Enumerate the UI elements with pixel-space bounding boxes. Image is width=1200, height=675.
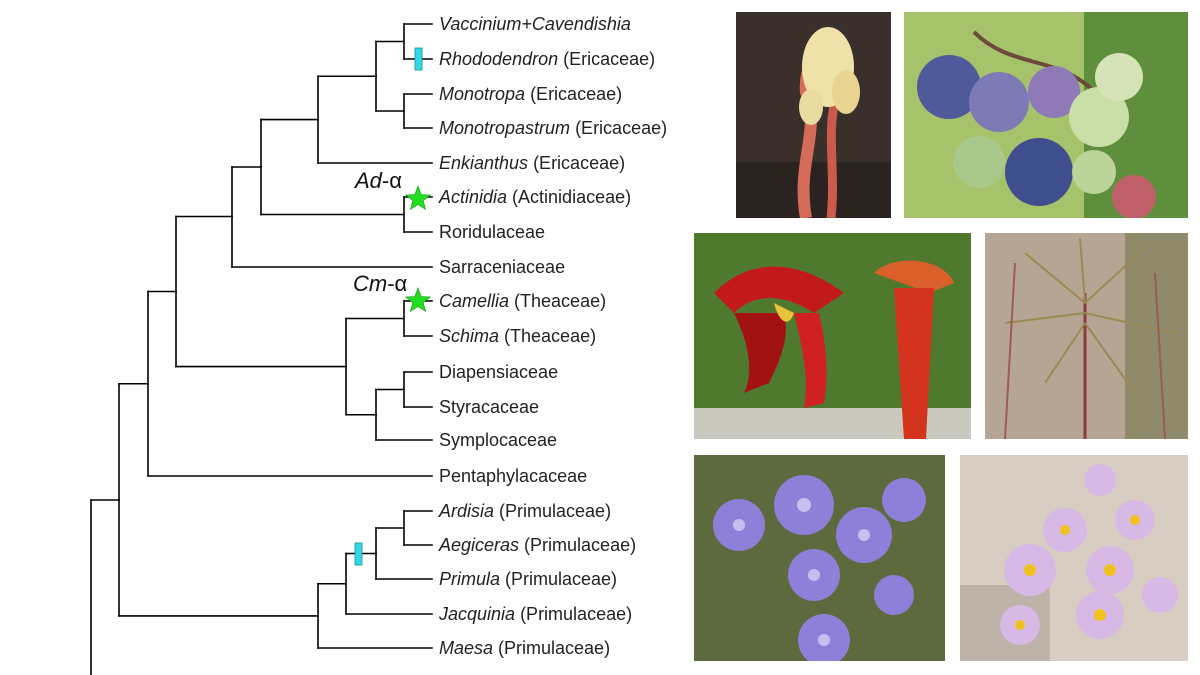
taxon-genus: Vaccinium+Cavendishia: [439, 14, 631, 34]
event-bar-marker: [354, 542, 363, 566]
taxon-family: (Ericaceae): [525, 84, 622, 104]
wgd-star-icon: [404, 287, 432, 313]
taxon-family: (Primulaceae): [500, 569, 617, 589]
taxon-family: (Ericaceae): [528, 153, 625, 173]
taxon-label: Camellia (Theaceae): [439, 291, 606, 311]
photo-monotropa-flower: [736, 12, 891, 218]
taxon-label: Actinidia (Actinidiaceae): [438, 187, 631, 207]
wgd-event-label: Ad-α: [353, 168, 402, 193]
taxon-label: Ardisia (Primulaceae): [438, 501, 611, 521]
taxon-label: Schima (Theaceae): [439, 326, 596, 346]
taxon-family: (Primulaceae): [515, 604, 632, 624]
taxon-family: Diapensiaceae: [439, 362, 558, 382]
taxon-label: Monotropa (Ericaceae): [439, 84, 622, 104]
taxon-label: Vaccinium+Cavendishia: [439, 14, 631, 34]
taxon-genus: Ardisia: [438, 501, 494, 521]
taxon-family: (Primulaceae): [493, 638, 610, 658]
taxon-label: Pentaphylacaceae: [439, 466, 587, 486]
taxon-family: (Actinidiaceae): [507, 187, 631, 207]
taxon-family: Sarraceniaceae: [439, 257, 565, 277]
photo-primula-flowers: [960, 455, 1188, 661]
taxon-genus: Schima: [439, 326, 499, 346]
wgd-star-icon: [404, 185, 432, 211]
taxon-label: Monotropastrum (Ericaceae): [439, 118, 667, 138]
taxon-label: Sarraceniaceae: [439, 257, 565, 277]
photo-roridula-plant: [985, 233, 1188, 439]
wgd-event-label: Cm-α: [353, 271, 408, 296]
taxon-genus: Aegiceras: [438, 535, 519, 555]
taxon-label: Maesa (Primulaceae): [439, 638, 610, 658]
taxon-genus: Monotropa: [439, 84, 525, 104]
event-bar-marker: [414, 47, 423, 71]
taxon-family: Roridulaceae: [439, 222, 545, 242]
taxon-family: Styracaceae: [439, 397, 539, 417]
taxon-label: Styracaceae: [439, 397, 539, 417]
taxon-family: (Theaceae): [499, 326, 596, 346]
taxon-genus: Jacquinia: [438, 604, 515, 624]
taxon-genus: Actinidia: [438, 187, 507, 207]
tree-branches: [90, 23, 433, 675]
taxon-family: (Ericaceae): [558, 49, 655, 69]
taxon-genus: Maesa: [439, 638, 493, 658]
taxon-family: (Primulaceae): [494, 501, 611, 521]
taxon-label: Enkianthus (Ericaceae): [439, 153, 625, 173]
taxon-family: Symplocaceae: [439, 430, 557, 450]
taxon-label: Jacquinia (Primulaceae): [438, 604, 632, 624]
taxon-genus: Monotropastrum: [439, 118, 570, 138]
tree-markers: Ad-αCm-α: [353, 47, 432, 566]
taxon-family: Pentaphylacaceae: [439, 466, 587, 486]
taxon-label: Rhododendron (Ericaceae): [439, 49, 655, 69]
taxon-label: Primula (Primulaceae): [439, 569, 617, 589]
photo-blueberries: [904, 12, 1188, 218]
taxon-family: (Theaceae): [509, 291, 606, 311]
photo-phlox-flowers: [694, 455, 945, 661]
taxon-label: Diapensiaceae: [439, 362, 558, 382]
taxon-genus: Enkianthus: [439, 153, 528, 173]
taxon-label: Roridulaceae: [439, 222, 545, 242]
taxon-genus: Rhododendron: [439, 49, 558, 69]
taxon-genus: Primula: [439, 569, 500, 589]
photo-pitcher-plant: [694, 233, 971, 439]
taxon-family: (Ericaceae): [570, 118, 667, 138]
taxon-label: Aegiceras (Primulaceae): [438, 535, 636, 555]
taxon-label: Symplocaceae: [439, 430, 557, 450]
taxon-family: (Primulaceae): [519, 535, 636, 555]
taxon-genus: Camellia: [439, 291, 509, 311]
